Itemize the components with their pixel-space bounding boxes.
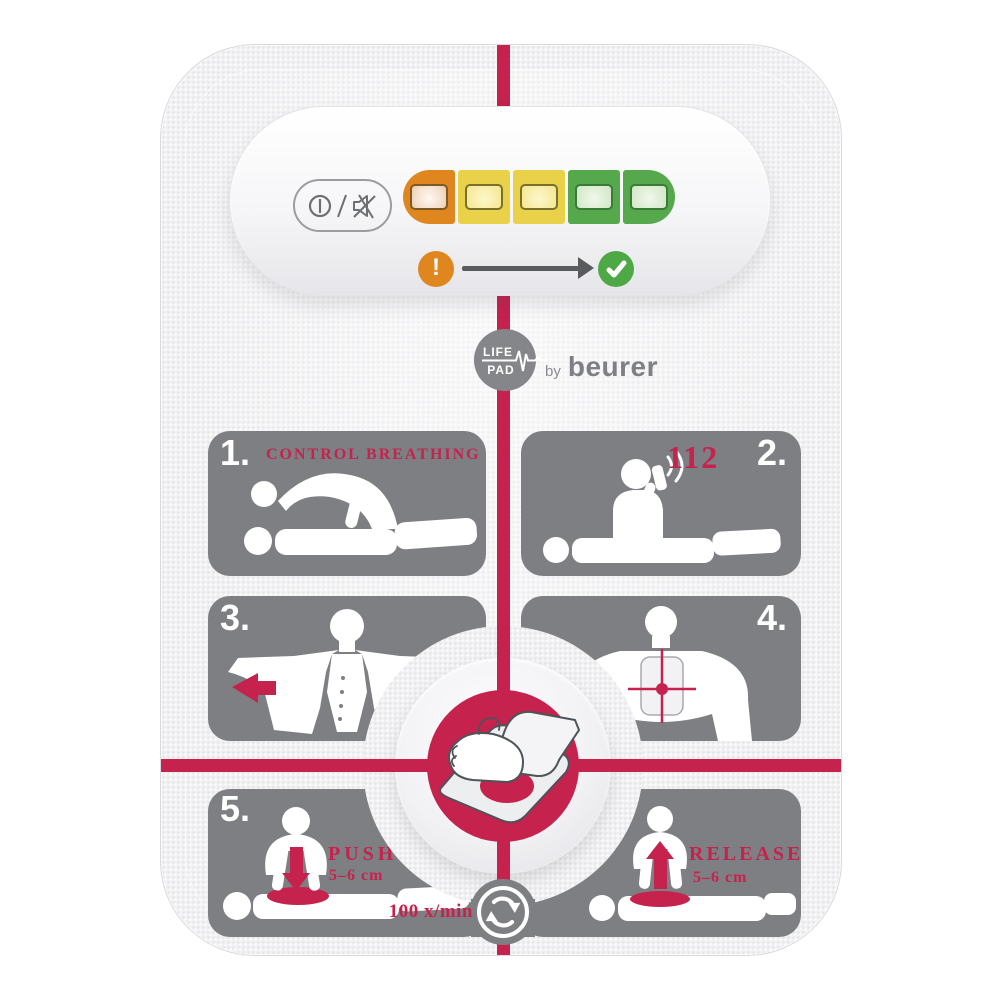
alert-icon: ! xyxy=(418,251,454,287)
push-depth: 5–6 cm xyxy=(329,867,384,884)
led-indicator-row xyxy=(403,170,675,224)
slash-separator xyxy=(336,194,347,217)
step-panel-2: 2. 112 xyxy=(521,431,801,576)
lifepad-device: ! LIFE PAD by beurer xyxy=(160,44,842,956)
step-number: 4. xyxy=(756,597,787,638)
checkmark-glyph xyxy=(606,260,627,278)
repeat-cycle-icon xyxy=(477,886,529,938)
brand-byline: by beurer xyxy=(545,351,658,383)
mute-icon xyxy=(352,193,376,219)
step-panel-1: 1. CONTROL BREATHING xyxy=(208,431,486,576)
compression-zone xyxy=(267,887,329,905)
logo-word-life: LIFE xyxy=(483,345,513,359)
progress-arrow-shaft xyxy=(462,266,580,271)
step-number: 3. xyxy=(220,597,251,638)
lifepad-logo: LIFE PAD xyxy=(474,329,547,391)
led-2-window xyxy=(465,184,503,210)
led-1 xyxy=(403,170,455,224)
power-icon xyxy=(308,194,331,217)
release-up-arrow xyxy=(646,841,674,889)
stacked-hands-pictogram xyxy=(439,710,581,824)
pad-target-dot xyxy=(656,683,668,695)
ecg-pulse-line xyxy=(510,350,547,372)
push-pictogram xyxy=(223,807,470,920)
release-label: RELEASE xyxy=(689,843,804,865)
compression-rate-label: 100 x/min xyxy=(388,901,473,922)
release-pictogram xyxy=(589,806,796,921)
led-4-window xyxy=(575,184,613,210)
led-5 xyxy=(623,170,675,224)
lifepad-logo-art: LIFE PAD xyxy=(482,345,547,377)
compression-zone xyxy=(630,891,690,907)
step-number: 1. xyxy=(220,432,251,473)
emergency-number: 112 xyxy=(667,439,720,475)
step-title: CONTROL BREATHING xyxy=(266,446,481,463)
pad-placement-pictogram xyxy=(570,606,752,741)
control-panel: ! xyxy=(229,106,771,296)
exclamation-glyph: ! xyxy=(432,254,440,281)
power-mute-button xyxy=(293,179,392,232)
cycle-arrows-glyph xyxy=(485,896,521,928)
step-number: 5. xyxy=(220,788,251,829)
push-down-arrow xyxy=(282,847,310,891)
byline-by: by xyxy=(545,363,561,380)
led-1-window xyxy=(410,184,448,210)
led-5-window xyxy=(630,184,668,210)
step-number: 2. xyxy=(756,432,787,473)
progress-arrow-head xyxy=(578,257,594,279)
push-label: PUSH xyxy=(328,843,398,865)
led-3-window xyxy=(520,184,558,210)
brand-name: beurer xyxy=(567,351,658,382)
release-depth: 5–6 cm xyxy=(693,869,748,886)
check-breathing-pictogram xyxy=(244,473,478,555)
led-2 xyxy=(458,170,510,224)
logo-word-pad: PAD xyxy=(487,363,514,377)
call-emergency-pictogram xyxy=(543,449,781,563)
ok-check-icon xyxy=(598,251,634,287)
led-3 xyxy=(513,170,565,224)
phone-signal-waves xyxy=(666,449,684,483)
led-4 xyxy=(568,170,620,224)
